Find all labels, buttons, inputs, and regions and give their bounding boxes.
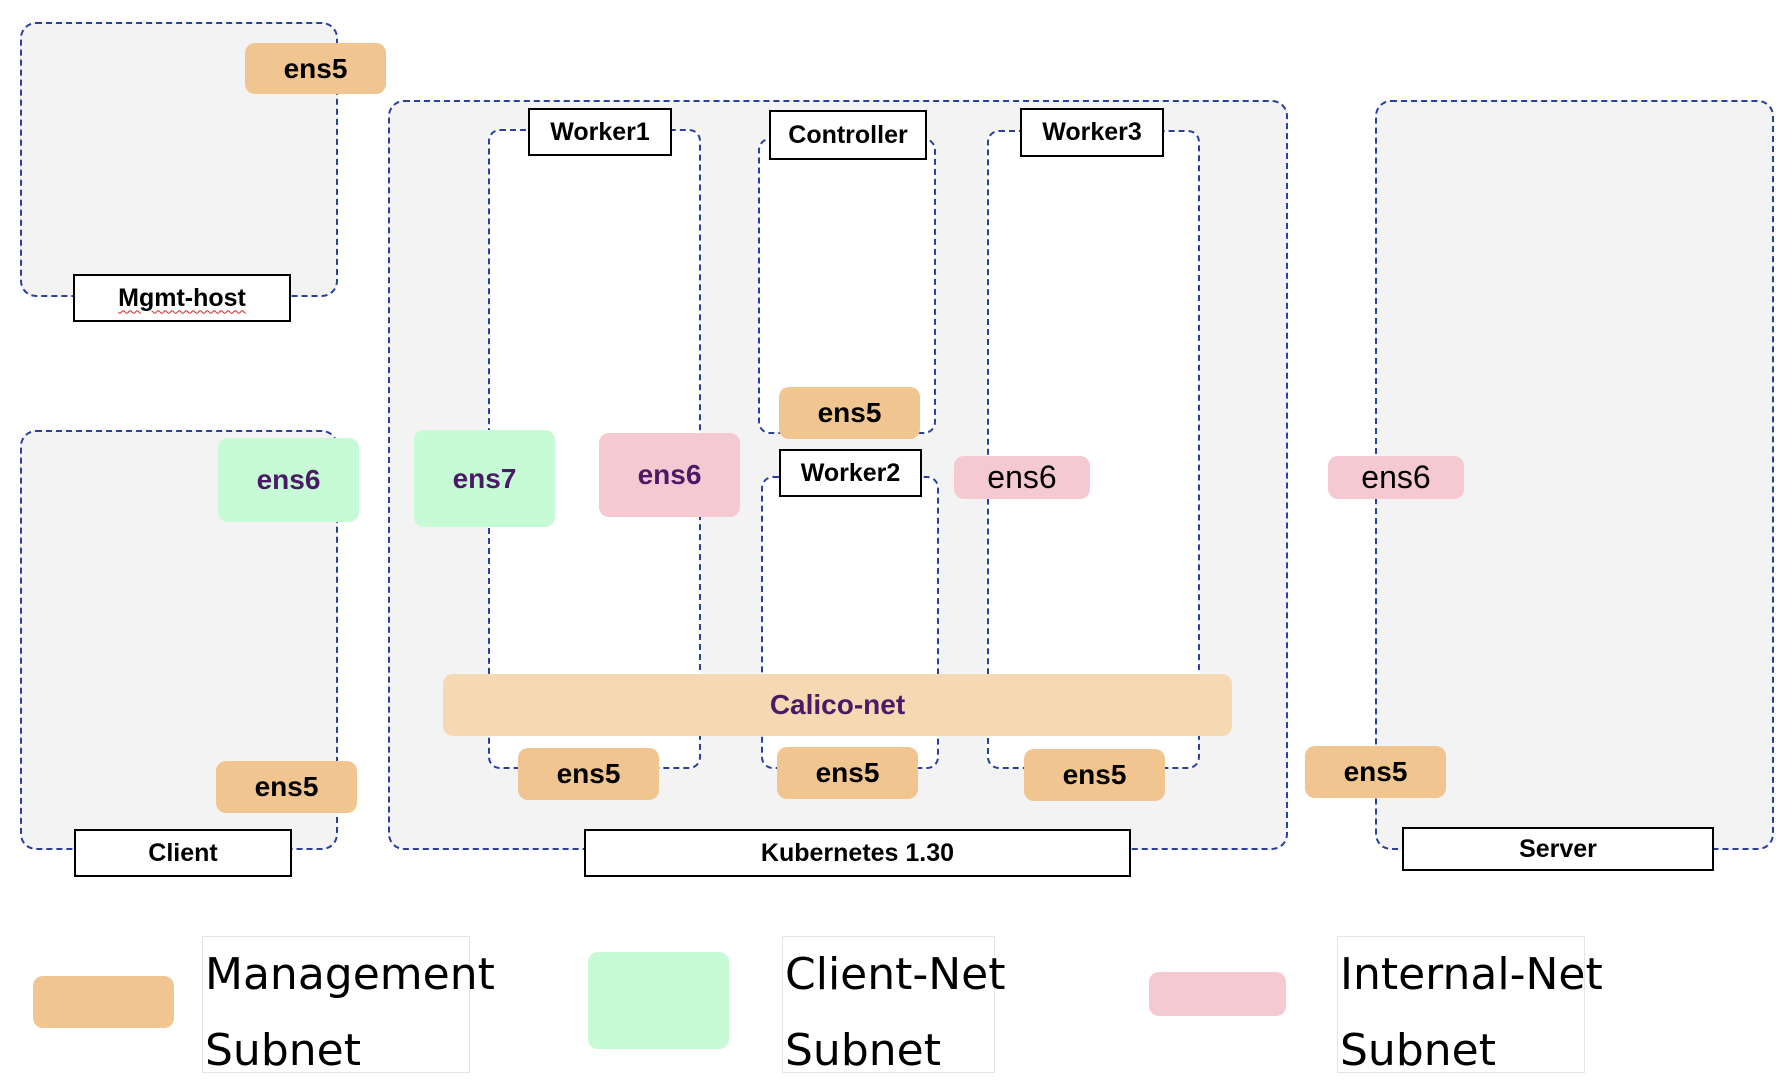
kubernetes-label: Kubernetes 1.30 xyxy=(584,829,1131,877)
legend-management-line2: Subnet xyxy=(205,1025,361,1076)
client-ens5: ens5 xyxy=(216,761,357,813)
legend-client-net-line1: Client-Net xyxy=(785,949,1006,1000)
server-ens5: ens5 xyxy=(1305,746,1446,798)
worker3-ens6: ens6 xyxy=(954,456,1090,499)
server-label: Server xyxy=(1402,827,1714,871)
legend-client-net-swatch xyxy=(588,952,729,1049)
legend-internal-net-swatch xyxy=(1149,972,1286,1016)
worker1-ens5: ens5 xyxy=(518,748,659,800)
calico-net-bar: Calico-net xyxy=(443,674,1232,736)
legend-management-swatch xyxy=(33,976,174,1028)
legend-client-net-text: Client-Net Subnet xyxy=(782,936,1006,1076)
worker3-box xyxy=(987,130,1200,769)
legend-internal-net-line2: Subnet xyxy=(1340,1025,1496,1076)
legend-internal-net-text: Internal-Net Subnet xyxy=(1337,936,1603,1076)
worker3-ens5: ens5 xyxy=(1024,749,1165,801)
server-ens6: ens6 xyxy=(1328,456,1464,499)
legend-client-net-line2: Subnet xyxy=(785,1025,941,1076)
worker2-label: Worker2 xyxy=(779,449,922,497)
client-ens6: ens6 xyxy=(218,438,359,522)
legend-internal-net-line1: Internal-Net xyxy=(1340,949,1603,1000)
mgmt-host-label-text: Mgmt-host xyxy=(118,283,246,312)
worker2-ens5: ens5 xyxy=(777,747,918,799)
mgmt-host-ens5: ens5 xyxy=(245,43,386,94)
worker3-label: Worker3 xyxy=(1020,108,1164,157)
controller-ens5: ens5 xyxy=(779,387,920,439)
legend-management-line1: Management xyxy=(205,949,495,1000)
controller-box xyxy=(758,138,936,434)
controller-label: Controller xyxy=(769,110,927,160)
worker1-ens7: ens7 xyxy=(414,430,555,527)
client-label: Client xyxy=(74,829,292,877)
worker1-ens6: ens6 xyxy=(599,433,740,517)
mgmt-host-label: Mgmt-host xyxy=(73,274,291,322)
worker1-label: Worker1 xyxy=(528,108,672,156)
legend-management-text: Management Subnet xyxy=(202,936,495,1076)
